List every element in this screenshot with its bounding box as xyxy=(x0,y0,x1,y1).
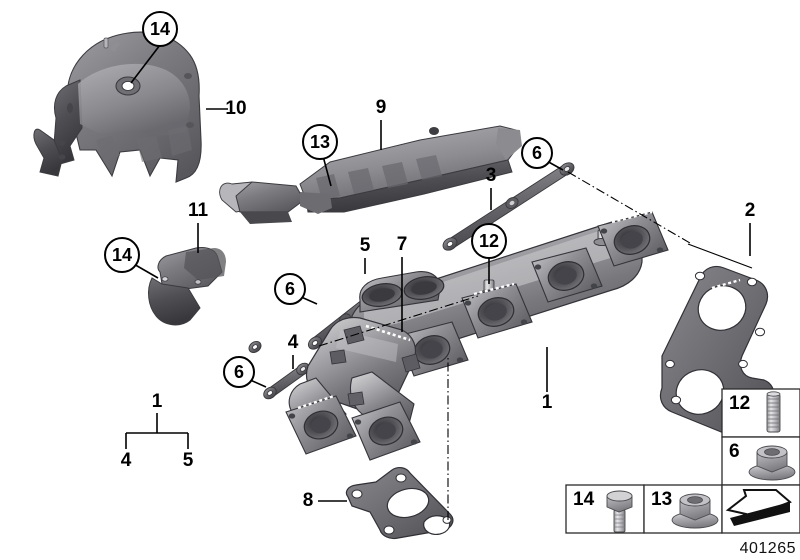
manifold-front-flange-a xyxy=(285,394,357,455)
manifold-front-flange-b xyxy=(351,401,421,461)
part-4-bracket-short xyxy=(263,362,310,400)
legend-label-6: 6 xyxy=(729,441,740,462)
direction-arrow-icon xyxy=(725,489,792,526)
callout-14-top[interactable]: 14 xyxy=(142,11,178,47)
group-parent-label[interactable]: 1 xyxy=(152,391,163,412)
callout-6-mid[interactable]: 6 xyxy=(274,273,306,305)
callout-8[interactable]: 8 xyxy=(303,490,314,511)
callout-6-low[interactable]: 6 xyxy=(223,356,255,388)
callout-label: 6 xyxy=(285,279,295,299)
assembly-line-bracket-5 xyxy=(318,295,479,347)
part-4-bracket-fragment xyxy=(248,340,262,354)
legend-label-14: 14 xyxy=(573,489,595,510)
legend-cell-13[interactable]: 13 xyxy=(643,484,723,534)
callout-13-top[interactable]: 13 xyxy=(302,124,338,160)
assembly-line-bracket-to-flange xyxy=(567,171,691,244)
callout-11[interactable]: 11 xyxy=(188,200,209,221)
callout-12-mid[interactable]: 12 xyxy=(471,223,507,259)
legend-label-12: 12 xyxy=(729,393,750,414)
group-child-label-4[interactable]: 4 xyxy=(121,450,132,471)
callout-4[interactable]: 4 xyxy=(288,332,299,353)
group-bracket-1: 1 4 5 xyxy=(121,391,194,471)
callout-label: 6 xyxy=(234,362,244,382)
callout-10[interactable]: 10 xyxy=(225,98,246,119)
leader-flange-to-gasket-2 xyxy=(687,243,753,269)
callout-label: 6 xyxy=(532,143,542,163)
callout-3[interactable]: 3 xyxy=(486,165,497,186)
part-9-heat-shield-long xyxy=(219,125,522,224)
stud-bolt-icon xyxy=(766,391,781,433)
callout-label: 13 xyxy=(310,132,330,152)
callout-5[interactable]: 5 xyxy=(360,235,371,256)
callout-7[interactable]: 7 xyxy=(397,234,408,255)
callout-leaders xyxy=(130,44,751,502)
callout-9[interactable]: 9 xyxy=(376,97,387,118)
diagram-id-number: 401265 xyxy=(740,540,796,557)
callout-6-top[interactable]: 6 xyxy=(521,137,553,169)
legend-cell-14[interactable]: 14 xyxy=(565,484,645,534)
callout-14-left[interactable]: 14 xyxy=(104,237,140,273)
legend-cell-6[interactable]: 6 xyxy=(721,436,800,486)
part-8-turbo-gasket xyxy=(345,467,454,540)
manifold-flange-3 xyxy=(531,247,603,303)
flange-nut-icon xyxy=(748,445,796,481)
hex-bolt-icon xyxy=(606,490,633,533)
group-child-label-5[interactable]: 5 xyxy=(183,450,194,471)
part-10-turbo-heat-shield xyxy=(33,31,202,183)
manifold-flange-4 xyxy=(597,210,669,267)
legend-cell-arrow[interactable] xyxy=(721,484,800,534)
callout-1-right[interactable]: 1 xyxy=(542,392,553,413)
callout-label: 14 xyxy=(150,19,170,39)
flange-nut-small-icon xyxy=(671,493,719,529)
part-1-exhaust-manifold xyxy=(285,210,669,461)
callout-2[interactable]: 2 xyxy=(745,200,756,221)
legend-cell-12[interactable]: 12 xyxy=(721,388,800,438)
manifold-flange-2 xyxy=(461,282,533,339)
callout-label: 14 xyxy=(112,245,132,265)
callout-label: 12 xyxy=(479,231,499,251)
part-11-heat-shield-bracket xyxy=(148,247,226,326)
legend-label-13: 13 xyxy=(651,489,672,510)
